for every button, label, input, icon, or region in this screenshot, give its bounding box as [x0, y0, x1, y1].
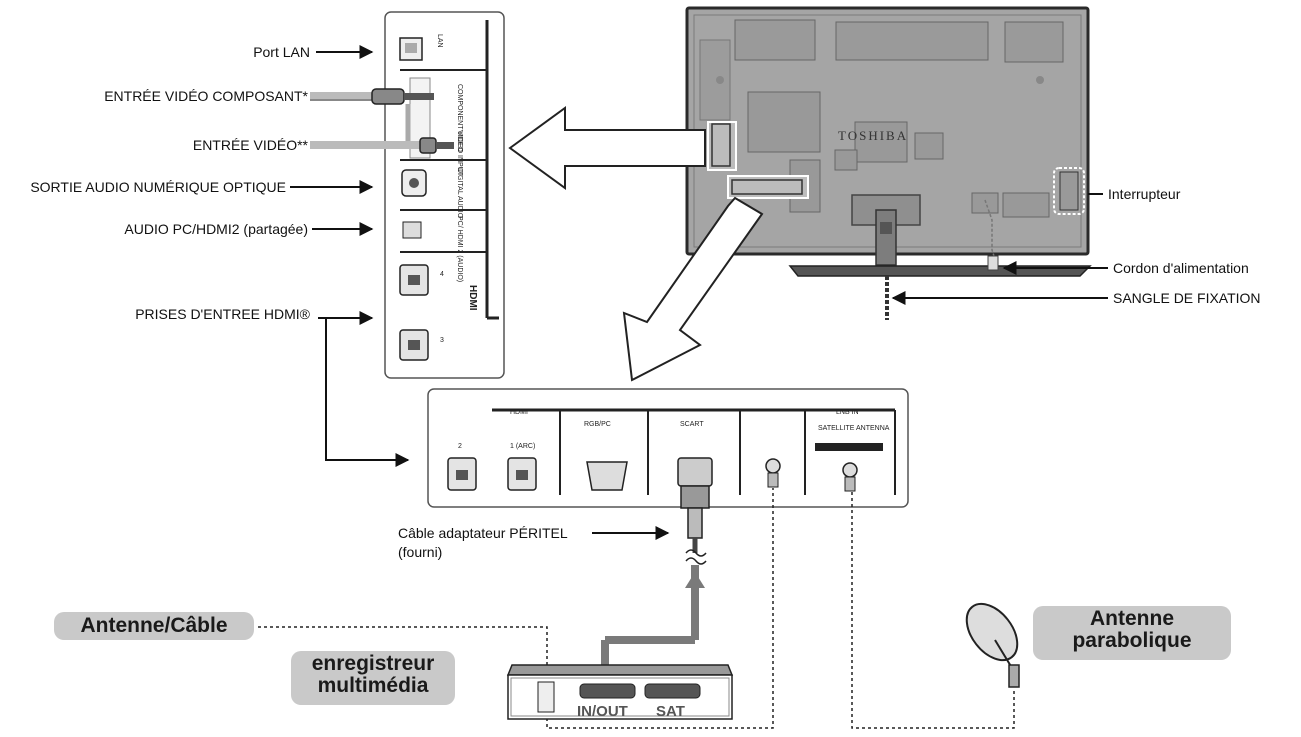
- recorder-in-out-label: IN/OUT: [577, 703, 628, 720]
- video-panel-label: VIDEO: [456, 130, 463, 152]
- digital-audio-panel-label: DIGITAL AUDIO: [456, 168, 463, 219]
- tv-back-panel: [685, 6, 1092, 320]
- hdmi-header-label: HDMI: [510, 409, 528, 416]
- side-connection-panel: [384, 11, 505, 379]
- pc-audio-panel-label: PC/ HDMI 2 (AUDIO): [456, 216, 463, 282]
- bottom-connection-panel: [427, 388, 909, 508]
- badge-recorder-line1: enregistreur: [311, 652, 435, 675]
- label-scart-supplied: (fourni): [398, 544, 443, 560]
- label-component-video: ENTRÉE VIDÉO COMPOSANT*: [104, 88, 308, 104]
- satellite-header-label: SATELLITE ANTENNA: [818, 425, 890, 432]
- recorder-sat-label: SAT: [656, 703, 685, 720]
- label-scart-cable: Câble adaptateur PÉRITEL: [398, 525, 568, 541]
- component-cable: [310, 88, 434, 145]
- label-hdmi-inputs: PRISES D'ENTREE HDMI®: [135, 306, 310, 322]
- zoom-arrow-side: [508, 106, 706, 190]
- component-panel-label: COMPONENT VIDEO INPUT: [456, 84, 463, 177]
- hdmi-4-label: 4: [440, 271, 444, 278]
- label-strap: SANGLE DE FIXATION: [1113, 290, 1261, 306]
- hdmi-2-label: 2: [458, 443, 462, 450]
- hdmi-3-label: 3: [440, 337, 444, 344]
- satellite-dish: [965, 602, 1020, 688]
- lnb-header-label: LNB IN: [836, 409, 859, 416]
- badge-dish: Antenne parabolique: [1033, 606, 1231, 660]
- label-pc-hdmi-audio: AUDIO PC/HDMI2 (partagée): [124, 221, 308, 237]
- rgb-header-label: RGB/PC: [584, 421, 611, 428]
- badge-recorder: enregistreur multimédia: [291, 651, 455, 705]
- badge-dish-line1: Antenne: [1090, 607, 1174, 630]
- tv-brand-logo: TOSHIBA: [838, 128, 908, 143]
- label-video-input: ENTRÉE VIDÉO**: [192, 137, 308, 153]
- label-optical-audio: SORTIE AUDIO NUMÉRIQUE OPTIQUE: [30, 179, 286, 195]
- video-cable: [310, 137, 454, 154]
- hdmi-1-label: 1 (ARC): [510, 443, 535, 450]
- hdmi-panel-label: HDMI: [467, 285, 478, 311]
- lan-panel-label: LAN: [436, 34, 443, 48]
- badge-antenna-cable: Antenne/Câble: [54, 612, 254, 640]
- scart-cable: [595, 485, 710, 685]
- label-power-switch: Interrupteur: [1108, 186, 1181, 202]
- label-power-cord: Cordon d'alimentation: [1113, 260, 1249, 276]
- badge-dish-line2: parabolique: [1072, 629, 1192, 652]
- label-port-lan: Port LAN: [253, 44, 310, 60]
- scart-header-label: SCART: [680, 421, 704, 428]
- recorder-device: [506, 664, 734, 720]
- zoom-arrow-bottom: [622, 196, 764, 382]
- label-arrows: [290, 45, 1108, 540]
- badge-recorder-line2: multimédia: [317, 674, 429, 697]
